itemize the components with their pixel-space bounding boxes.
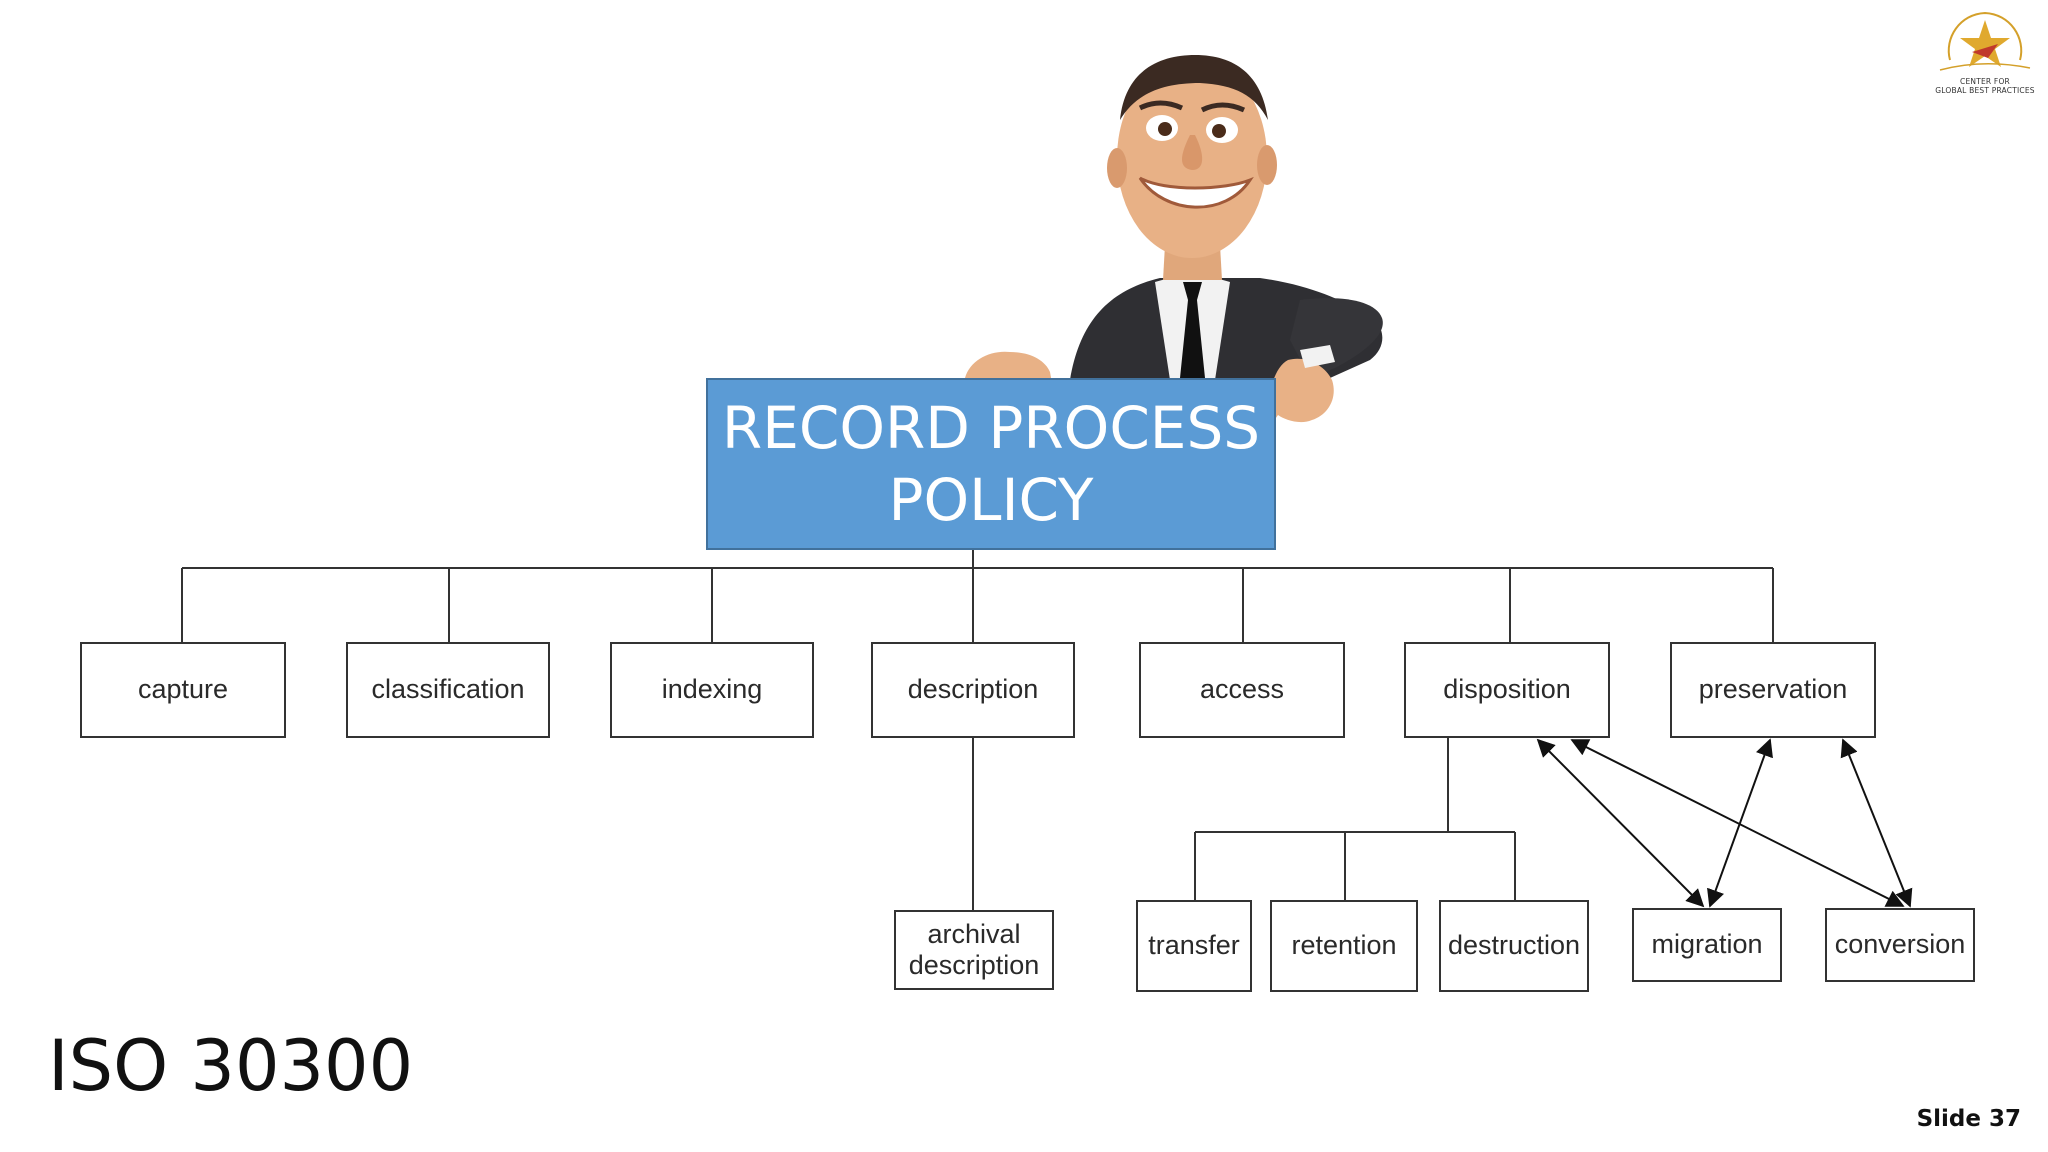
root-label-line2: POLICY [888, 466, 1094, 534]
node-label: retention [1291, 930, 1397, 961]
logo-text-line1: CENTER FOR [1960, 77, 2010, 86]
node-label: description [907, 674, 1039, 705]
node-label: transfer [1148, 930, 1240, 961]
star-logo-icon [1939, 11, 2031, 71]
node-label: migration [1651, 929, 1763, 960]
node-destruction: destruction [1439, 900, 1589, 992]
center-for-global-best-practices-logo: CENTER FOR GLOBAL BEST PRACTICES [1930, 8, 2040, 96]
node-label: destruction [1447, 930, 1581, 961]
node-classification: classification [346, 642, 550, 738]
node-label: conversion [1834, 929, 1966, 960]
node-retention: retention [1270, 900, 1418, 992]
node-capture: capture [80, 642, 286, 738]
node-label: capture [137, 674, 229, 705]
node-conversion: conversion [1825, 908, 1975, 982]
iso-standard-label: ISO 30300 [48, 1025, 414, 1107]
node-label: indexing [661, 674, 763, 705]
node-label: preservation [1698, 674, 1848, 705]
node-label-line2: description [908, 950, 1040, 980]
node-archival-description: archival description [894, 910, 1054, 990]
node-preservation: preservation [1670, 642, 1876, 738]
node-transfer: transfer [1136, 900, 1252, 992]
node-label: access [1199, 674, 1285, 705]
node-label: disposition [1443, 674, 1571, 705]
root-node-record-process-policy: RECORD PROCESS POLICY [706, 378, 1276, 550]
slide-number: Slide 37 [1916, 1106, 2021, 1132]
node-indexing: indexing [610, 642, 814, 738]
node-migration: migration [1632, 908, 1782, 982]
logo-text-line2: GLOBAL BEST PRACTICES [1935, 86, 2035, 95]
node-label-line1: archival [927, 918, 1021, 949]
node-disposition: disposition [1404, 642, 1610, 738]
node-description: description [871, 642, 1075, 738]
node-label: classification [371, 674, 525, 705]
root-label-line1: RECORD PROCESS [721, 393, 1261, 462]
node-access: access [1139, 642, 1345, 738]
